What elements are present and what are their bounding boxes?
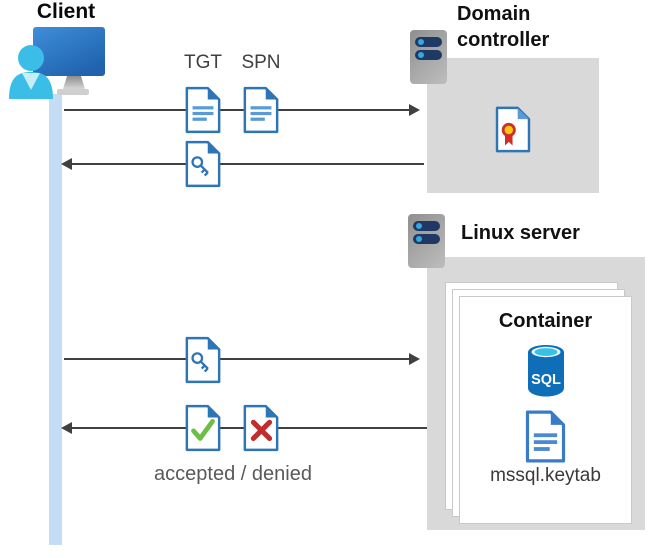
certificate-document-icon <box>495 106 531 153</box>
server-bar <box>413 221 440 231</box>
monitor-base <box>57 89 89 95</box>
person-collar <box>22 73 40 90</box>
sql-badge-text: SQL <box>531 372 561 388</box>
response-arrow-dc-line <box>71 163 424 165</box>
denied-document-icon <box>243 404 279 452</box>
container-card: Container SQL mssql.keytab <box>459 296 632 524</box>
keytab-document-icon <box>525 410 566 463</box>
spn-label: SPN <box>241 52 281 73</box>
server-led <box>416 223 422 229</box>
ticket-key-document-icon <box>185 336 221 384</box>
container-title: Container <box>498 310 593 332</box>
server-led <box>418 52 424 58</box>
server-led <box>416 236 422 242</box>
accepted-document-icon <box>185 404 221 452</box>
spn-document-icon <box>243 86 279 134</box>
dc-server-icon <box>410 30 447 84</box>
server-bar <box>415 37 442 47</box>
tgt-document-icon <box>185 86 221 134</box>
client-title: Client <box>36 0 96 23</box>
server-led <box>418 39 424 45</box>
response-arrow-linux-head <box>61 422 72 434</box>
server-bar <box>415 50 442 60</box>
ticket-key-document-icon <box>185 140 221 188</box>
client-lifeline <box>49 94 62 545</box>
keytab-label: mssql.keytab <box>490 465 601 486</box>
tgt-label: TGT <box>184 52 222 73</box>
sql-database-icon: SQL <box>527 345 564 397</box>
request-arrow-linux-head <box>409 353 420 365</box>
request-arrow-dc-head <box>409 104 420 116</box>
linux-server-icon <box>408 214 445 268</box>
monitor-stand <box>63 76 85 89</box>
client-icon <box>9 27 105 99</box>
domain-controller-title: Domain controller <box>457 3 550 51</box>
linux-server-title: Linux server <box>461 222 580 244</box>
person-head <box>18 45 44 71</box>
request-arrow-linux-line <box>64 358 410 360</box>
response-arrow-dc-head <box>61 158 72 170</box>
server-bar <box>413 234 440 244</box>
monitor-icon <box>33 27 105 76</box>
accepted-denied-label: accepted / denied <box>154 463 312 485</box>
request-arrow-dc-line <box>64 109 410 111</box>
